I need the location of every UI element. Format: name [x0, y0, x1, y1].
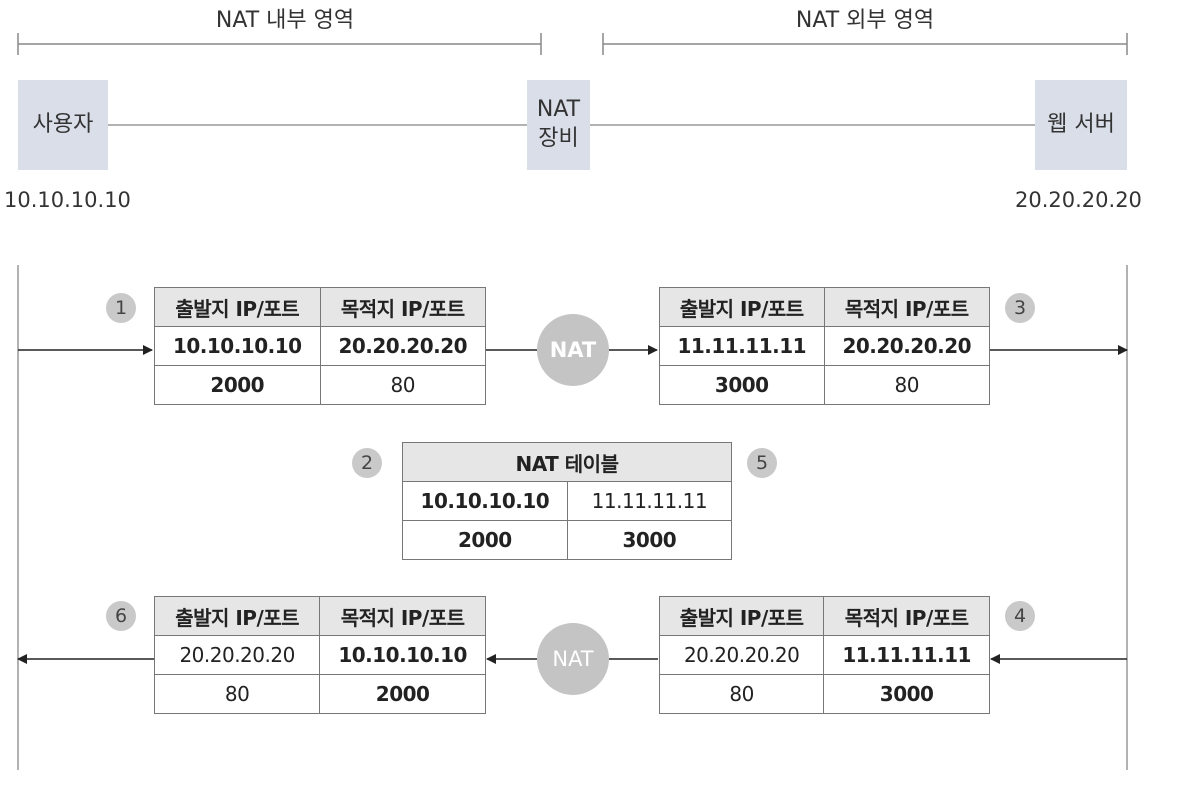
packet-4-header-row: 출발지 IP/포트 목적지 IP/포트	[658, 596, 990, 636]
packet-6-header-row: 출발지 IP/포트 목적지 IP/포트	[153, 596, 486, 636]
packet-6-dst-port: 2000	[319, 674, 486, 714]
nat-table-inner-port: 2000	[402, 520, 568, 560]
nat-table: NAT 테이블 10.10.10.10 11.11.11.11 2000 300…	[402, 442, 733, 560]
packet-3-dst-ip: 20.20.20.20	[823, 326, 991, 366]
nat-table-port-row: 2000 3000	[402, 520, 733, 560]
packet-1-dst-header: 목적지 IP/포트	[319, 287, 486, 327]
packet-3-src-port: 3000	[659, 365, 825, 405]
packet-1-src-ip: 10.10.10.10	[154, 326, 321, 366]
packet-3-dst-port: 80	[823, 365, 991, 405]
packet-1-src-port: 2000	[154, 365, 321, 405]
packet-4-ip-row: 20.20.20.20 11.11.11.11	[658, 635, 990, 675]
packet-1-dst-port: 80	[319, 365, 486, 405]
web-ip: 20.20.20.20	[1015, 188, 1142, 212]
step-5-badge: 5	[747, 448, 777, 478]
packet-4-table: 출발지 IP/포트 목적지 IP/포트 20.20.20.20 11.11.11…	[658, 596, 990, 714]
packet-6-dst-ip: 10.10.10.10	[319, 635, 486, 675]
packet-1-ip-row: 10.10.10.10 20.20.20.20	[154, 326, 486, 366]
packet-3-ip-row: 11.11.11.11 20.20.20.20	[659, 326, 991, 366]
packet-3-src-ip: 11.11.11.11	[659, 326, 825, 366]
step-3-badge: 3	[1005, 293, 1035, 323]
nat-circle-inbound: NAT	[537, 623, 609, 695]
outside-region-bracket	[602, 33, 1128, 55]
nat-circle-inbound-label: NAT	[552, 647, 594, 671]
packet-6-src-ip: 20.20.20.20	[153, 635, 321, 675]
packet-6-dst-header: 목적지 IP/포트	[319, 596, 486, 636]
packet-1-src-header: 출발지 IP/포트	[154, 287, 321, 327]
packet-6-port-row: 80 2000	[153, 674, 486, 714]
packet-6-table: 출발지 IP/포트 목적지 IP/포트 20.20.20.20 10.10.10…	[153, 596, 486, 714]
step-6-badge: 6	[106, 601, 136, 631]
nat-device-label-line2: 장비	[538, 126, 579, 151]
user-node-label: 사용자	[32, 111, 94, 137]
nat-table-ip-row: 10.10.10.10 11.11.11.11	[402, 481, 733, 521]
nat-table-outer-port: 3000	[566, 520, 733, 560]
packet-4-dst-header: 목적지 IP/포트	[823, 596, 990, 636]
packet-6-src-header: 출발지 IP/포트	[153, 596, 321, 636]
packet-3-src-header: 출발지 IP/포트	[659, 287, 825, 327]
packet-6-ip-row: 20.20.20.20 10.10.10.10	[153, 635, 486, 675]
packet-4-src-header: 출발지 IP/포트	[658, 596, 825, 636]
packet-1-port-row: 2000 80	[154, 365, 486, 405]
web-server-node: 웹 서버	[1035, 80, 1127, 170]
nat-device-node: NAT 장비	[527, 80, 590, 170]
packet-3-dst-header: 목적지 IP/포트	[823, 287, 991, 327]
user-node: 사용자	[18, 80, 108, 170]
packet-4-dst-port: 3000	[823, 674, 990, 714]
step-4-badge: 4	[1005, 601, 1035, 631]
packet-4-port-row: 80 3000	[658, 674, 990, 714]
packet-3-header-row: 출발지 IP/포트 목적지 IP/포트	[659, 287, 991, 327]
step-2-badge: 2	[352, 448, 382, 478]
nat-table-title: NAT 테이블	[402, 442, 732, 482]
packet-4-src-ip: 20.20.20.20	[658, 635, 825, 675]
nat-circle-outbound-label: NAT	[549, 338, 597, 362]
nat-table-outer-ip: 11.11.11.11	[566, 481, 733, 521]
packet-6-src-port: 80	[153, 674, 321, 714]
outside-region-label: NAT 외부 영역	[795, 8, 935, 33]
packet-3-table: 출발지 IP/포트 목적지 IP/포트 11.11.11.11 20.20.20…	[659, 287, 991, 405]
step-1-badge: 1	[106, 293, 136, 323]
nat-device-label-line1: NAT	[536, 97, 581, 123]
packet-4-dst-ip: 11.11.11.11	[823, 635, 990, 675]
inside-region-label: NAT 내부 영역	[215, 8, 355, 33]
nat-table-title-row: NAT 테이블	[402, 442, 732, 482]
nat-circle-outbound: NAT	[537, 314, 609, 386]
packet-3-port-row: 3000 80	[659, 365, 991, 405]
packet-1-dst-ip: 20.20.20.20	[319, 326, 486, 366]
web-server-label: 웹 서버	[1047, 111, 1115, 137]
user-ip: 10.10.10.10	[4, 188, 131, 212]
packet-4-src-port: 80	[658, 674, 825, 714]
nat-table-inner-ip: 10.10.10.10	[402, 481, 568, 521]
packet-1-table: 출발지 IP/포트 목적지 IP/포트 10.10.10.10 20.20.20…	[154, 287, 486, 405]
inside-region-bracket	[17, 33, 542, 55]
packet-1-header-row: 출발지 IP/포트 목적지 IP/포트	[154, 287, 486, 327]
